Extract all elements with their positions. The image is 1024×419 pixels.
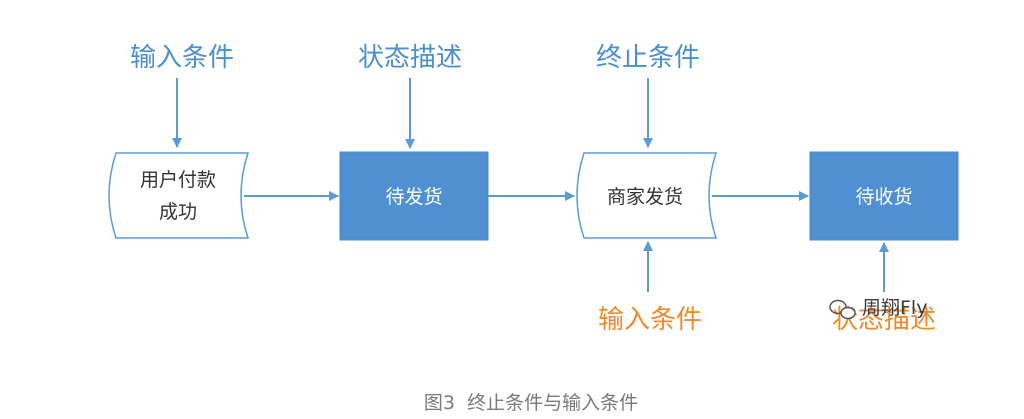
- node-to-ship: [339, 151, 489, 241]
- label-input-condition-bottom: 输入条件: [598, 305, 702, 335]
- label-input-condition-top: 输入条件: [130, 43, 234, 73]
- node-payment-text-line1: 用户付款: [140, 169, 216, 191]
- node-payment-success: [108, 152, 250, 239]
- node-merchant-ship-text: 商家发货: [607, 186, 683, 208]
- node-to-receive: [809, 151, 959, 241]
- watermark-text: 周翔Fly: [862, 297, 927, 319]
- node-payment-text-line2: 成功: [159, 201, 197, 223]
- figure-caption: 图3 终止条件与输入条件: [424, 392, 638, 414]
- watermark: 周翔Fly: [829, 297, 927, 320]
- wechat-logo-icon: [829, 299, 856, 320]
- node-merchant-ship: [576, 152, 718, 239]
- node-to-receive-text: 待收货: [855, 186, 912, 208]
- node-to-ship-text: 待发货: [385, 186, 442, 208]
- label-state-description-top: 状态描述: [358, 43, 462, 73]
- label-terminate-condition-top: 终止条件: [596, 43, 700, 73]
